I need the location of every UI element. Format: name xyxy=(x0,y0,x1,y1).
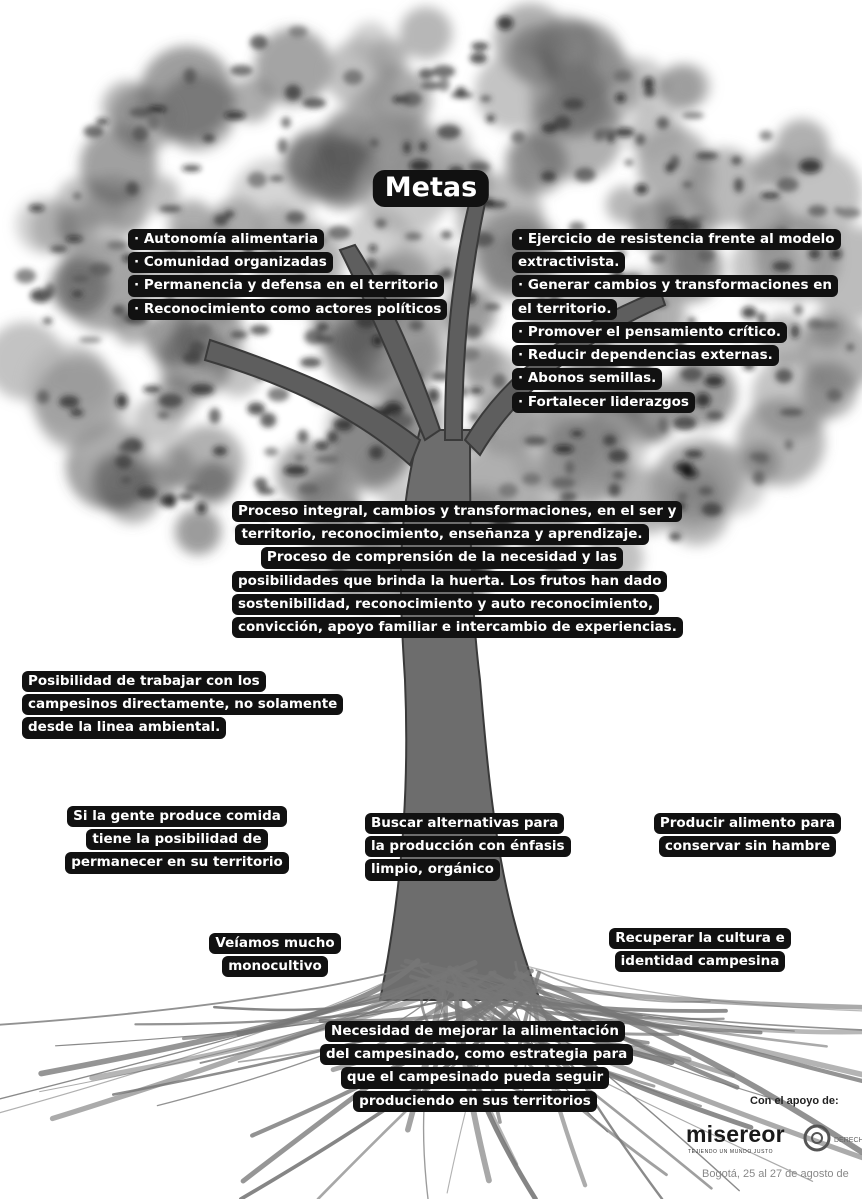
root-line: Si la gente produce comida xyxy=(67,806,287,828)
goals-title: Metas xyxy=(372,170,490,207)
support-caption: Con el apoyo de: xyxy=(750,1095,839,1107)
root-line: Veíamos mucho xyxy=(209,933,341,955)
misereor-logo: misereor xyxy=(686,1121,785,1147)
goals-left-list: · Autonomía alimentaria · Comunidad orga… xyxy=(128,228,448,321)
goal-item: · Fortalecer liderazgos xyxy=(512,391,695,413)
trunk-line: territorio, reconocimiento, enseñanza y … xyxy=(235,524,649,546)
root-line: monocultivo xyxy=(222,956,328,978)
root-label-nutrition: Necesidad de mejorar la alimentación del… xyxy=(320,1020,634,1113)
trunk-process-text: Proceso integral, cambios y transformaci… xyxy=(232,500,683,639)
root-label-alternatives: Buscar alternativas para la producción c… xyxy=(365,812,571,882)
root-line: identidad campesina xyxy=(614,951,786,973)
goal-item: · Permanencia y defensa en el territorio xyxy=(128,275,445,297)
branch-left xyxy=(203,338,422,467)
side-possibility-text: Posibilidad de trabajar con los campesin… xyxy=(22,670,344,740)
trunk-line: convicción, apoyo familiar e intercambio… xyxy=(232,617,683,639)
trunk-line: Proceso de comprensión de la necesidad y… xyxy=(260,547,624,569)
side-line: desde la linea ambiental. xyxy=(22,717,227,739)
trunk-line: Proceso integral, cambios y transformaci… xyxy=(232,501,683,523)
side-line: Posibilidad de trabajar con los xyxy=(22,671,266,693)
root-line: que el campesinado pueda seguir xyxy=(340,1067,610,1089)
root-line: Buscar alternativas para xyxy=(365,813,565,835)
root-line: Necesidad de mejorar la alimentación xyxy=(325,1021,625,1043)
goal-item: · Generar cambios y transformaciones en xyxy=(512,275,838,297)
trunk-line: sostenibilidad, reconocimiento y auto re… xyxy=(232,593,660,616)
partner-logo: DERECH xyxy=(802,1122,862,1156)
partner-logo-text: DERECH xyxy=(834,1137,862,1144)
goal-item: el territorio. xyxy=(512,298,618,320)
root-line: del campesinado, como estrategia para xyxy=(320,1044,634,1066)
goal-item: · Reducir dependencias externas. xyxy=(512,345,779,367)
root-line: limpio, orgánico xyxy=(365,859,500,881)
goal-item: · Abonos semillas. xyxy=(512,368,663,390)
root-line: produciendo en sus territorios xyxy=(353,1090,597,1112)
event-date: Bogotá, 25 al 27 de agosto de xyxy=(702,1168,849,1180)
misereor-tagline: TEJIENDO UN MUNDO JUSTO xyxy=(688,1149,774,1155)
trunk-line: posibilidades que brinda la huerta. Los … xyxy=(232,570,668,592)
root-label-produce-food: Si la gente produce comida tiene la posi… xyxy=(62,805,292,875)
root-line: permanecer en su territorio xyxy=(65,852,289,874)
goal-item: · Ejercicio de resistencia frente al mod… xyxy=(512,229,841,251)
goal-item: · Promover el pensamiento crítico. xyxy=(512,321,788,344)
partner-logo-icon: DERECH xyxy=(803,1124,862,1152)
root-label-monoculture: Veíamos mucho monocultivo xyxy=(200,932,350,978)
side-line: campesinos directamente, no solamente xyxy=(22,694,344,716)
root-line: Producir alimento para xyxy=(653,813,842,835)
root-line: tiene la posibilidad de xyxy=(86,829,268,851)
goal-item: · Reconocimiento como actores políticos xyxy=(128,298,448,320)
root-line: Recuperar la cultura e xyxy=(609,928,791,950)
goal-item: extractivista. xyxy=(512,252,626,274)
root-line: conservar sin hambre xyxy=(658,836,837,858)
root-line: la producción con énfasis xyxy=(365,836,571,858)
goal-item: · Comunidad organizadas xyxy=(128,252,333,274)
root-label-no-hunger: Producir alimento para conservar sin ham… xyxy=(650,812,845,858)
goals-right-list: · Ejercicio de resistencia frente al mod… xyxy=(512,228,841,414)
goal-item: · Autonomía alimentaria xyxy=(128,229,325,251)
root-label-culture: Recuperar la cultura e identidad campesi… xyxy=(600,927,800,973)
